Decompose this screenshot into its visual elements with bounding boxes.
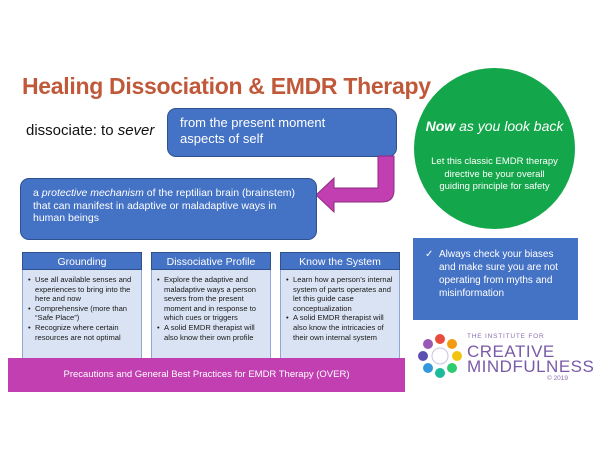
mid-emphasis: protective mechanism xyxy=(41,187,144,199)
list-item: Comprehensive (more than “Safe Place”) xyxy=(28,304,137,323)
now-circle: Now as you look back Let this classic EM… xyxy=(414,68,575,229)
list-item: A solid EMDR therapist will also know th… xyxy=(157,323,266,342)
list-item: Learn how a person’s internal system of … xyxy=(286,275,395,313)
mid-rest: of the reptilian brain (brainstem) that … xyxy=(33,187,296,224)
institute-logo: THE INSTITUTE FOR CREATIVE MINDFULNESS ©… xyxy=(414,326,594,386)
grounding-column: Grounding Use all available senses and e… xyxy=(22,252,142,366)
column-body: Learn how a person’s internal system of … xyxy=(280,270,400,366)
column-body: Explore the adaptive and maladaptive way… xyxy=(151,270,271,366)
now-rest: as you look back xyxy=(455,118,564,134)
list-item: A solid EMDR therapist will also know th… xyxy=(286,313,395,342)
now-heading: Now as you look back xyxy=(414,118,575,134)
check-icon: ✓ xyxy=(425,249,434,260)
sever-box: from the present moment aspects of self xyxy=(167,108,397,157)
protective-mechanism-box: a protective mechanism of the reptilian … xyxy=(20,178,317,240)
logo-line-1: THE INSTITUTE FOR xyxy=(467,333,545,340)
definition-word: sever xyxy=(117,122,155,139)
dissociative-profile-column: Dissociative Profile Explore the adaptiv… xyxy=(151,252,271,366)
definition-text: dissociate: to sever xyxy=(26,122,154,139)
page-title: Healing Dissociation & EMDR Therapy xyxy=(22,73,431,99)
bias-text: Always check your biases and make sure y… xyxy=(439,249,558,299)
now-subtext: Let this classic EMDR therapy directive … xyxy=(431,156,558,192)
column-heading: Dissociative Profile xyxy=(151,252,271,270)
mandala-logo-icon xyxy=(418,334,462,378)
sever-line-2: aspects of self xyxy=(180,131,264,146)
now-word: Now xyxy=(425,118,456,134)
logo-line-3: MINDFULNESS xyxy=(467,357,595,376)
curved-arrow-icon xyxy=(315,155,395,214)
precautions-link-bar[interactable]: Precautions and General Best Practices f… xyxy=(8,358,405,392)
sever-line-1: from the present moment xyxy=(180,115,326,130)
mid-prefix: a xyxy=(33,187,42,199)
list-item: Recognize where certain resources are no… xyxy=(28,323,137,342)
know-the-system-column: Know the System Learn how a person’s int… xyxy=(280,252,400,366)
logo-copyright: © 2019 xyxy=(546,375,568,382)
column-heading: Know the System xyxy=(280,252,400,270)
definition-prefix: dissociate: to xyxy=(26,122,118,139)
list-item: Explore the adaptive and maladaptive way… xyxy=(157,275,266,323)
column-body: Use all available senses and experiences… xyxy=(22,270,142,366)
bias-box: ✓ Always check your biases and make sure… xyxy=(413,238,578,320)
column-heading: Grounding xyxy=(22,252,142,270)
logo-line-2: CREATIVE xyxy=(467,342,555,361)
list-item: Use all available senses and experiences… xyxy=(28,275,137,304)
